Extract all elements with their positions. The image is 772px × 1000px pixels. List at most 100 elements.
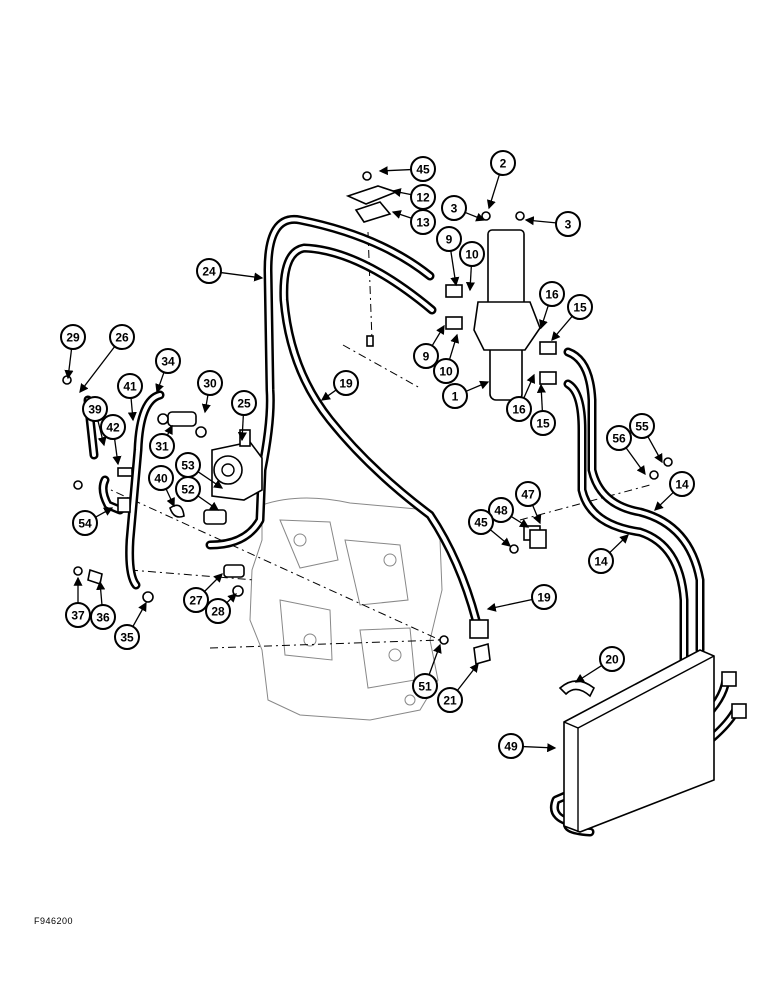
callout-leader (79, 346, 116, 394)
callout-leader (391, 188, 412, 197)
callout-2-bolts-filter: 2 (486, 150, 516, 210)
callout-number: 55 (635, 420, 649, 434)
callout-circle (629, 413, 655, 439)
callout-circle (599, 646, 625, 672)
callout-leader (320, 389, 337, 401)
cooler (558, 649, 747, 833)
callout-circle (149, 433, 175, 459)
callout-number: 36 (96, 611, 110, 625)
callout-15-fitting-lower-right: 15 (530, 383, 556, 436)
callout-40-clip: 40 (148, 465, 175, 508)
callout-leader (197, 495, 220, 511)
callout-leader (647, 436, 663, 464)
callout-42-connector: 42 (100, 414, 126, 466)
callout-number: 29 (66, 331, 80, 345)
callout-number: 54 (78, 517, 92, 531)
callout-leader (132, 601, 147, 627)
callout-circle (333, 370, 359, 396)
callout-leader (64, 348, 74, 380)
callout-49-cooler: 49 (498, 733, 557, 759)
callout-number: 39 (88, 403, 102, 417)
callout-leader (226, 593, 237, 604)
callout-51-hose-clamp: 51 (412, 643, 442, 699)
callout-number: 21 (443, 694, 457, 708)
callout-circle (109, 324, 135, 350)
callout-leader (127, 397, 137, 422)
callout-number: 51 (418, 680, 432, 694)
callout-20-elbow: 20 (574, 646, 625, 683)
callout-31-hose-short: 31 (149, 424, 175, 459)
callout-45-nut-right: 45 (468, 509, 512, 547)
callout-number: 35 (120, 631, 134, 645)
callout-leader (522, 743, 557, 753)
callout-circle (488, 497, 514, 523)
callout-48-plate-right: 48 (488, 497, 530, 528)
callout-circle (459, 241, 485, 267)
callout-number: 14 (675, 478, 689, 492)
callout-number: 27 (189, 594, 203, 608)
callout-circle (183, 587, 209, 613)
callout-leader (609, 534, 629, 554)
callout-number: 45 (474, 516, 488, 530)
callout-number: 15 (536, 417, 550, 431)
callout-35-o-ring-tube: 35 (114, 601, 147, 650)
callout-27-fitting-valve: 27 (183, 573, 223, 613)
callout-number: 10 (465, 248, 479, 262)
callout-number: 16 (545, 288, 559, 302)
callout-circle (100, 414, 126, 440)
callout-circle (412, 673, 438, 699)
callout-number: 12 (416, 191, 430, 205)
callout-leader (204, 573, 223, 592)
callout-circle (515, 481, 541, 507)
callout-circle (196, 258, 222, 284)
callout-24-hose-upper: 24 (196, 258, 264, 284)
callout-circle (555, 211, 581, 237)
callout-number: 41 (123, 380, 137, 394)
center-lines (99, 231, 651, 649)
callout-39-sleeve: 39 (82, 396, 108, 447)
callout-leader (464, 211, 486, 222)
callout-3-washer-left: 3 (441, 195, 486, 222)
callout-number: 2 (500, 157, 507, 171)
callout-leader (489, 529, 512, 547)
callout-leader (96, 580, 106, 606)
callout-13-clamp-block: 13 (391, 209, 436, 235)
callout-leader (539, 305, 549, 330)
callout-leader (237, 414, 247, 442)
callout-circle (148, 465, 174, 491)
callout-10-o-ring-upper: 10 (459, 241, 485, 292)
callout-37-screw-2: 37 (65, 576, 91, 628)
callout-54-fitting-left: 54 (72, 507, 114, 536)
callout-circle (155, 348, 181, 374)
callout-circle (530, 410, 556, 436)
callout-45-nut-top: 45 (378, 156, 436, 182)
callout-number: 20 (605, 653, 619, 667)
callout-leader (220, 271, 264, 282)
callout-circle (65, 602, 91, 628)
callout-number: 37 (71, 609, 85, 623)
callout-41-tube: 41 (117, 373, 143, 422)
callout-number: 10 (439, 365, 453, 379)
callout-number: 14 (594, 555, 608, 569)
callout-leader (165, 488, 175, 508)
callout-circle (437, 687, 463, 713)
callout-circle (231, 390, 257, 416)
callout-16-o-ring-lower-right: 16 (506, 373, 536, 422)
callout-circle (588, 548, 614, 574)
callout-28-o-ring-valve: 28 (205, 593, 237, 624)
callout-leader (523, 373, 536, 399)
callout-56-washer-right-2: 56 (606, 425, 646, 476)
callout-number: 45 (416, 163, 430, 177)
callout-21-o-ring-elbow: 21 (437, 662, 479, 713)
callout-circle (72, 510, 98, 536)
callout-9-fitting-upper: 9 (436, 226, 462, 287)
callout-number: 42 (106, 421, 120, 435)
callout-47-clamp-right: 47 (515, 481, 542, 525)
callout-leader (428, 643, 442, 675)
callout-circle (498, 733, 524, 759)
callout-53-fitting-pump: 53 (175, 452, 224, 489)
callout-leader (201, 394, 211, 414)
callout-number: 40 (154, 472, 168, 486)
